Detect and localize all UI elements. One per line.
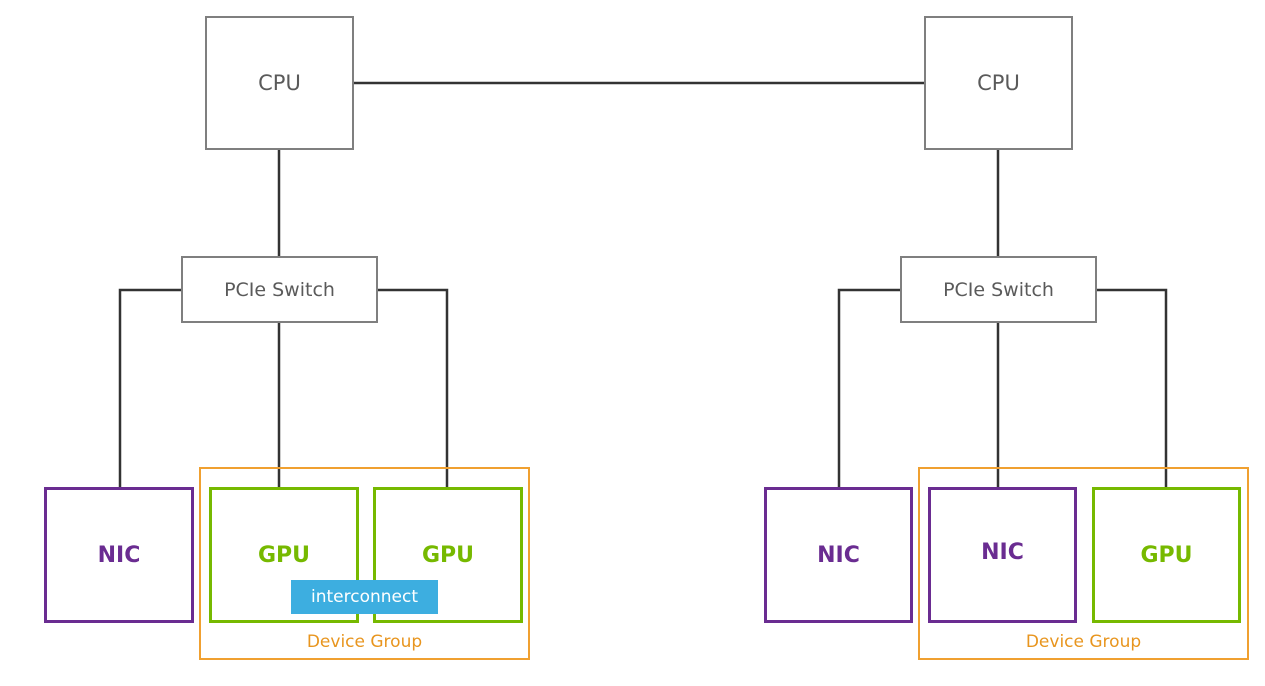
left-gpu-box-1: GPU bbox=[209, 487, 359, 623]
right-nic-label-2: NIC bbox=[981, 540, 1024, 565]
right-cpu-label: CPU bbox=[977, 71, 1020, 95]
left-cpu-box: CPU bbox=[205, 16, 354, 150]
left-cpu-label: CPU bbox=[258, 71, 301, 95]
left-gpu-label-1: GPU bbox=[257, 542, 311, 568]
interconnect-badge: interconnect bbox=[291, 580, 438, 614]
left-pcie-switch-box: PCIe Switch bbox=[181, 256, 378, 323]
left-nic-label: NIC bbox=[97, 542, 141, 568]
left-gpu-box-2: GPU bbox=[373, 487, 523, 623]
left-device-group-label: Device Group bbox=[306, 632, 423, 652]
right-pcie-switch-label: PCIe Switch bbox=[943, 278, 1054, 301]
right-device-group-label: Device Group bbox=[1025, 632, 1142, 652]
right-nic-box-2: NIC bbox=[928, 487, 1077, 623]
left-pcie-switch-label: PCIe Switch bbox=[224, 278, 335, 301]
interconnect-label: interconnect bbox=[310, 587, 418, 607]
right-device-group: Device Group bbox=[918, 467, 1249, 660]
left-switch-gpu2-link bbox=[377, 288, 449, 489]
left-switch-nic-link bbox=[118, 288, 182, 489]
right-gpu-label: GPU bbox=[1140, 542, 1193, 568]
left-nic-box: NIC bbox=[44, 487, 194, 623]
left-device-group: Device Group bbox=[199, 467, 530, 660]
right-nic-label-1: NIC bbox=[817, 542, 860, 568]
right-switch-nic1-link bbox=[837, 288, 901, 489]
right-nic-box-1: NIC bbox=[764, 487, 913, 623]
right-cpu-box: CPU bbox=[924, 16, 1073, 150]
left-gpu-label-2: GPU bbox=[421, 542, 475, 568]
right-pcie-switch-box: PCIe Switch bbox=[900, 256, 1097, 323]
right-gpu-box: GPU bbox=[1092, 487, 1241, 623]
right-switch-gpu-link bbox=[1096, 288, 1168, 489]
